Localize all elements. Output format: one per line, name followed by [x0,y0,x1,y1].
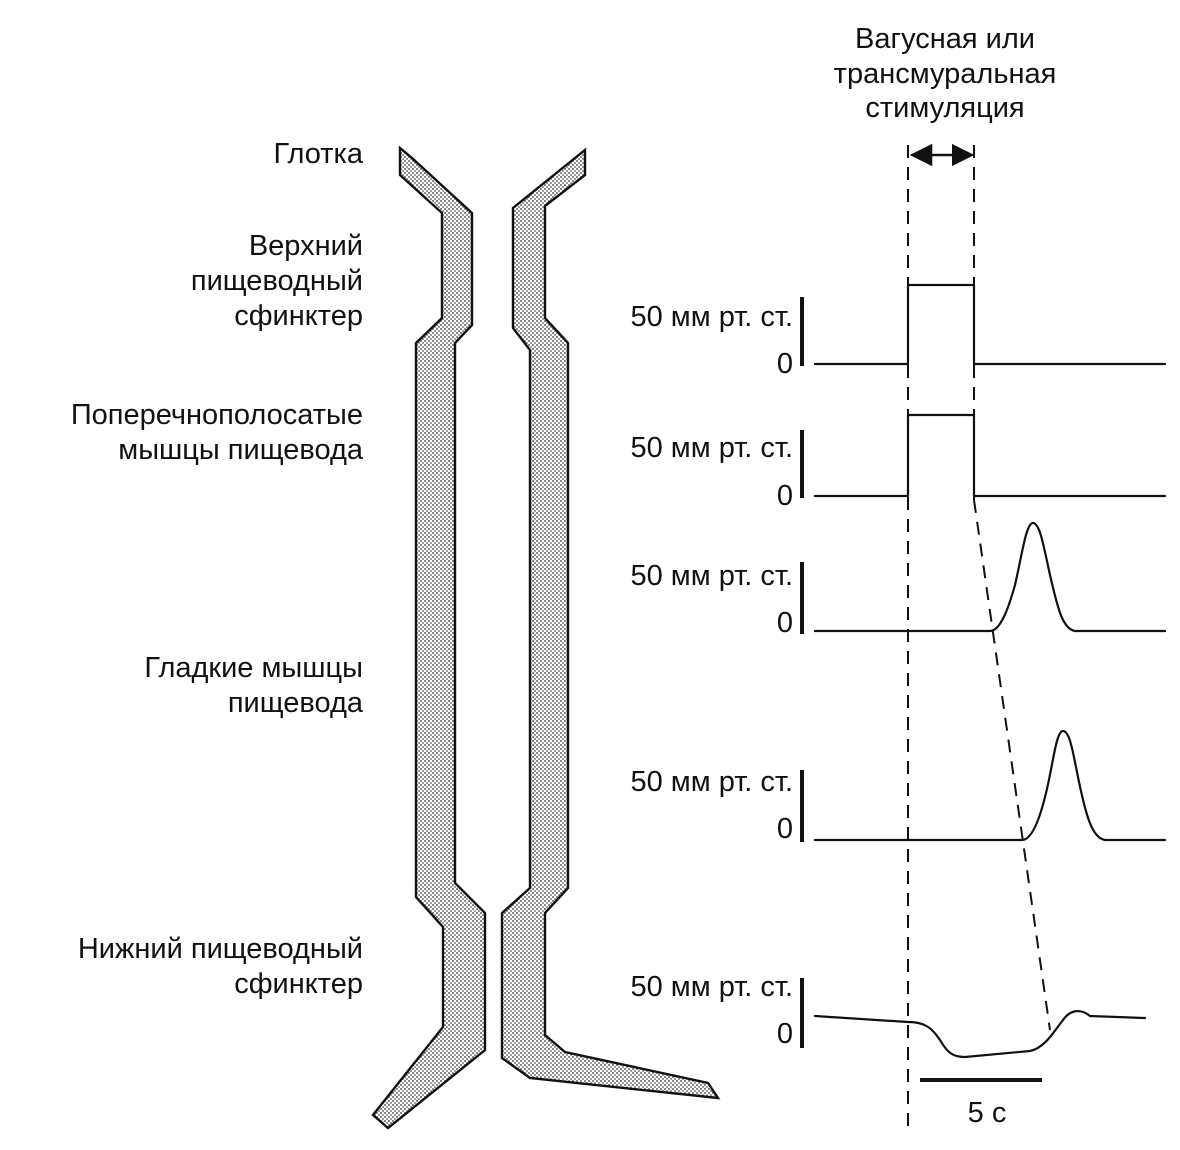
label-les-line1: Нижний пищеводный [78,933,363,965]
label-smooth-line1: Гладкие мышцы [144,652,363,684]
region-labels: Глотка Верхний пищеводный сфинктер Попер… [71,138,364,1000]
stimulation-annotation: Вагусная или трансмуральная стимуляция [834,23,1057,167]
trace-les: 50 мм рт. ст. 0 [630,971,1147,1059]
label-ues-line1: Верхний [249,230,363,262]
trace-ues: 50 мм рт. ст. 0 [630,283,1167,380]
stimulation-label-line1: Вагусная или [855,23,1035,55]
trace-smooth-upper-zero-label: 0 [777,607,793,639]
label-les-line2: сфинктер [234,968,363,1000]
trace-smooth-upper-curve [813,521,1167,633]
time-scale: 5 с [920,1078,1042,1129]
pressure-traces: 50 мм рт. ст. 0 50 мм рт. ст. 0 50 мм рт… [630,283,1167,1059]
esophagus-left-wall [371,145,487,1130]
label-ues-line2: пищеводный [191,265,363,297]
trace-les-curve [813,1010,1147,1059]
trace-striated-zero-label: 0 [777,480,793,512]
trace-smooth-lower-scale-label: 50 мм рт. ст. [630,766,793,798]
trace-smooth-lower-zero-label: 0 [777,813,793,845]
trace-les-zero-label: 0 [777,1018,793,1050]
trace-smooth-upper-scale-label: 50 мм рт. ст. [630,560,793,592]
guide-lines [907,145,1051,1130]
trace-striated-scale-label: 50 мм рт. ст. [630,432,793,464]
trace-smooth-lower: 50 мм рт. ст. 0 [630,729,1167,845]
trace-les-scale-label: 50 мм рт. ст. [630,971,793,1003]
trace-striated-curve [813,413,1167,498]
label-striated-line2: мышцы пищевода [118,434,364,466]
label-ues-line3: сфинктер [234,300,363,332]
trace-ues-zero-label: 0 [777,348,793,380]
trace-smooth-lower-curve [813,729,1167,842]
label-smooth-line2: пищевода [228,687,364,719]
stimulation-label-line2: трансмуральная [834,58,1057,90]
esophagus-right-wall [500,147,721,1100]
trace-ues-curve [813,283,1167,366]
label-pharynx: Глотка [273,138,363,170]
trace-smooth-upper: 50 мм рт. ст. 0 [630,521,1167,639]
trace-striated: 50 мм рт. ст. 0 [630,413,1167,512]
peristalsis-propagation-guide [973,499,1051,1031]
time-scale-label: 5 с [968,1097,1007,1129]
label-striated-line1: Поперечнополосатые [71,399,363,431]
stimulation-label-line3: стимуляция [865,92,1024,124]
trace-ues-scale-label: 50 мм рт. ст. [630,301,793,333]
esophagus-illustration [371,145,721,1130]
